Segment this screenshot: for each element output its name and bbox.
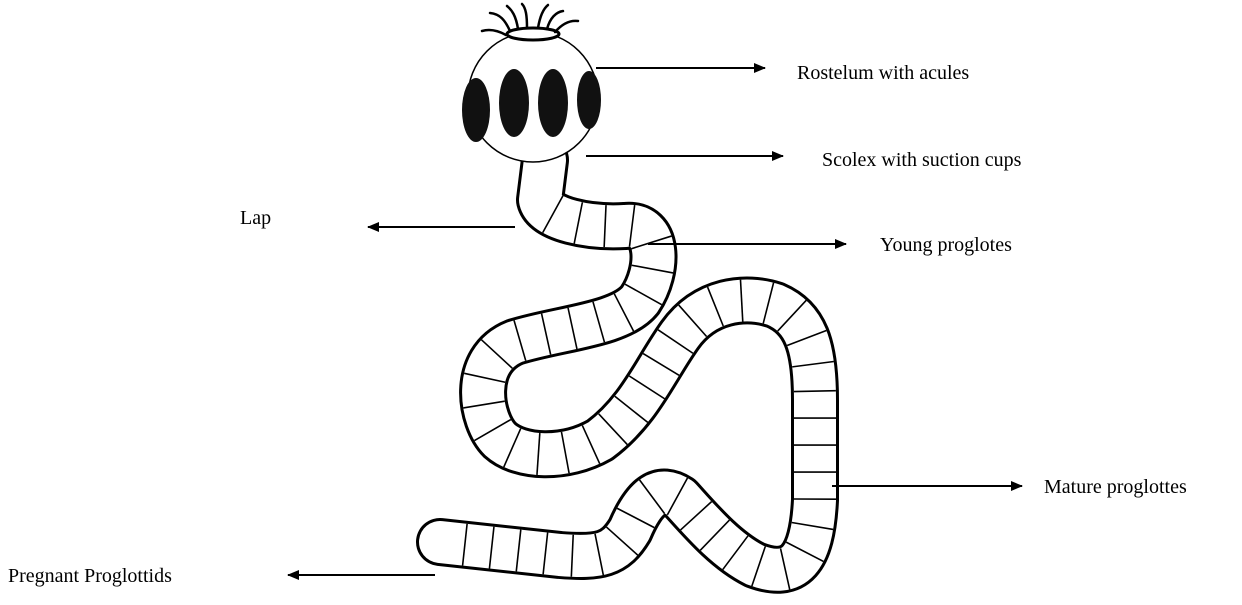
label-scolex: Scolex with suction cups xyxy=(822,148,1021,172)
rostellum-ring xyxy=(507,28,559,40)
strobila xyxy=(440,160,836,589)
sucker-2 xyxy=(499,69,529,137)
label-young-proglottids: Young proglotes xyxy=(880,233,1012,257)
label-lap: Lap xyxy=(240,206,271,230)
label-pregnant-proglottids: Pregnant Proglottids xyxy=(8,564,172,588)
body-fill xyxy=(440,160,815,570)
segment-line xyxy=(794,391,836,392)
label-mature-proglottids: Mature proglottes xyxy=(1044,475,1187,499)
scolex xyxy=(462,4,601,162)
sucker-3 xyxy=(538,69,568,137)
sucker-1 xyxy=(462,78,490,142)
label-rostellum: Rostelum with acules xyxy=(797,61,969,85)
sucker-4 xyxy=(577,71,601,129)
